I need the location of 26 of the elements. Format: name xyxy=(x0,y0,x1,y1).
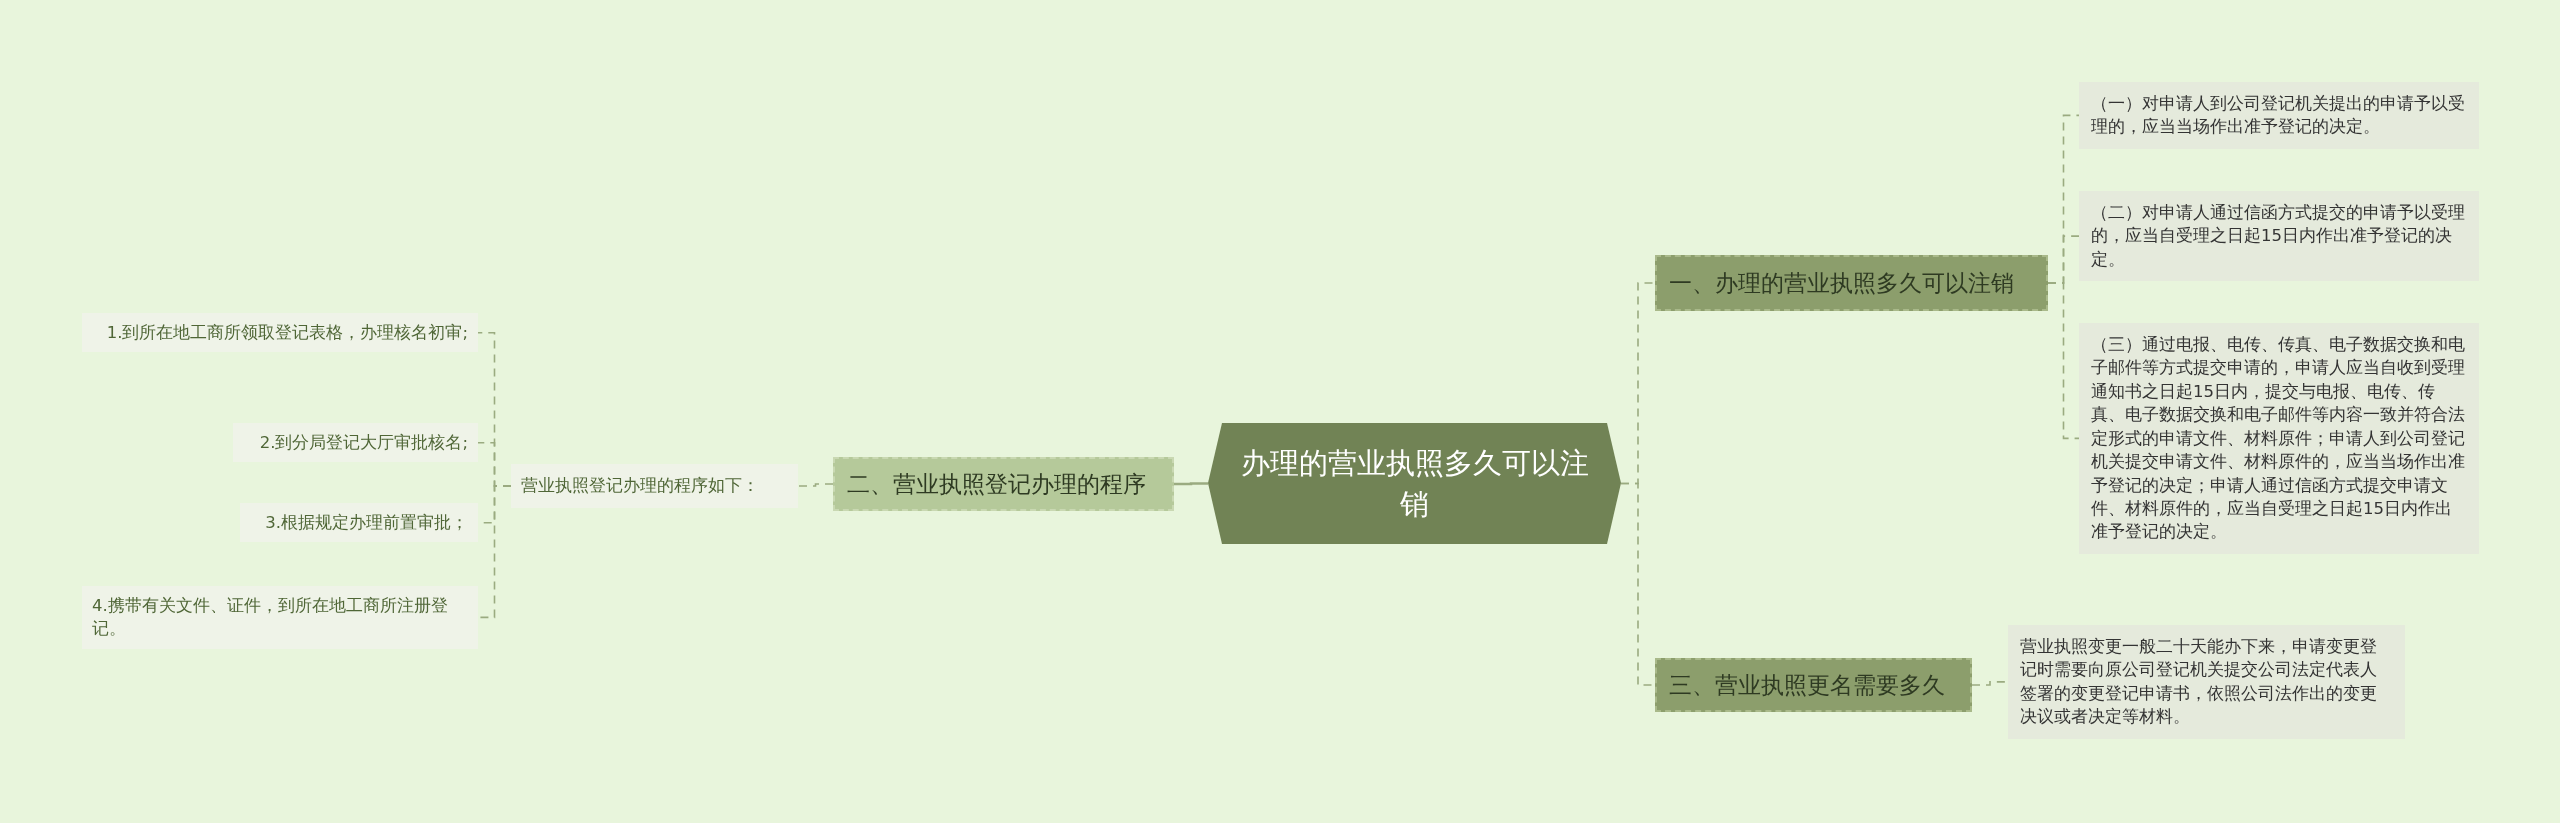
connector-line xyxy=(797,483,834,487)
note-box xyxy=(2079,191,2479,282)
topic-text: 一、办理的营业执照多久可以注销 xyxy=(1669,268,2014,298)
topic-text: 三、营业执照更名需要多久 xyxy=(1669,670,1945,700)
connector-line xyxy=(1174,482,1208,486)
topic-box xyxy=(833,457,1174,511)
topic-text: （二）对申请人通过信函方式提交的申请予以受理的，应当自受理之日起15日内作出准予登记的决定。 xyxy=(2091,202,2466,271)
topic-text: 2.到分局登记大厅审批核名; xyxy=(259,432,468,454)
central-topic xyxy=(1208,423,1621,544)
topic-text: （三）通过电报、电传、传真、电子数据交换和电子邮件等方式提交申请的，申请人应当自收到受理通知书之日起15日内，提交与电报、电传、传真、电子数据交换和电子邮件等内容一致并符合法定形式的申请文件、材料原件；申请人到公司登记机关提交申请文件、材料原件的，应当当场作出准予登记的决定；申请人通过信函方式提交申请文件、材料原件的，应当自受理之日起15日内作出准予登记的决定。 xyxy=(2091,334,2466,544)
note-box xyxy=(82,313,478,353)
topic-box xyxy=(1655,658,1972,712)
note-box xyxy=(511,464,798,508)
note-box xyxy=(233,423,478,463)
topic-text: 1.到所在地工商所领取登记表格，办理核名初审; xyxy=(106,322,468,344)
topic-text: 3.根据规定办理前置审批； xyxy=(265,512,468,534)
connector-line xyxy=(477,485,512,619)
topic-text: 营业执照登记办理的程序如下： xyxy=(521,475,759,498)
topic-text: （一）对申请人到公司登记机关提出的申请予以受理的，应当当场作出准予登记的决定。 xyxy=(2091,93,2466,139)
topic-text: 办理的营业执照多久可以注销 xyxy=(1239,444,1590,523)
topic-text: 4.携带有关文件、证件，到所在地工商所注册登记。 xyxy=(92,595,449,641)
connector-line xyxy=(2047,282,2080,440)
topic-text: 二、营业执照登记办理的程序 xyxy=(847,469,1146,499)
topic-text: 营业执照变更一般二十天能办下来，申请变更登记时需要向原公司登记机关提交公司法定代表人签署的变更登记申请书，依照公司法作出的变更决议或者决定等材料。 xyxy=(2020,636,2378,729)
note-box xyxy=(2079,82,2479,149)
topic-box xyxy=(1655,255,2048,311)
